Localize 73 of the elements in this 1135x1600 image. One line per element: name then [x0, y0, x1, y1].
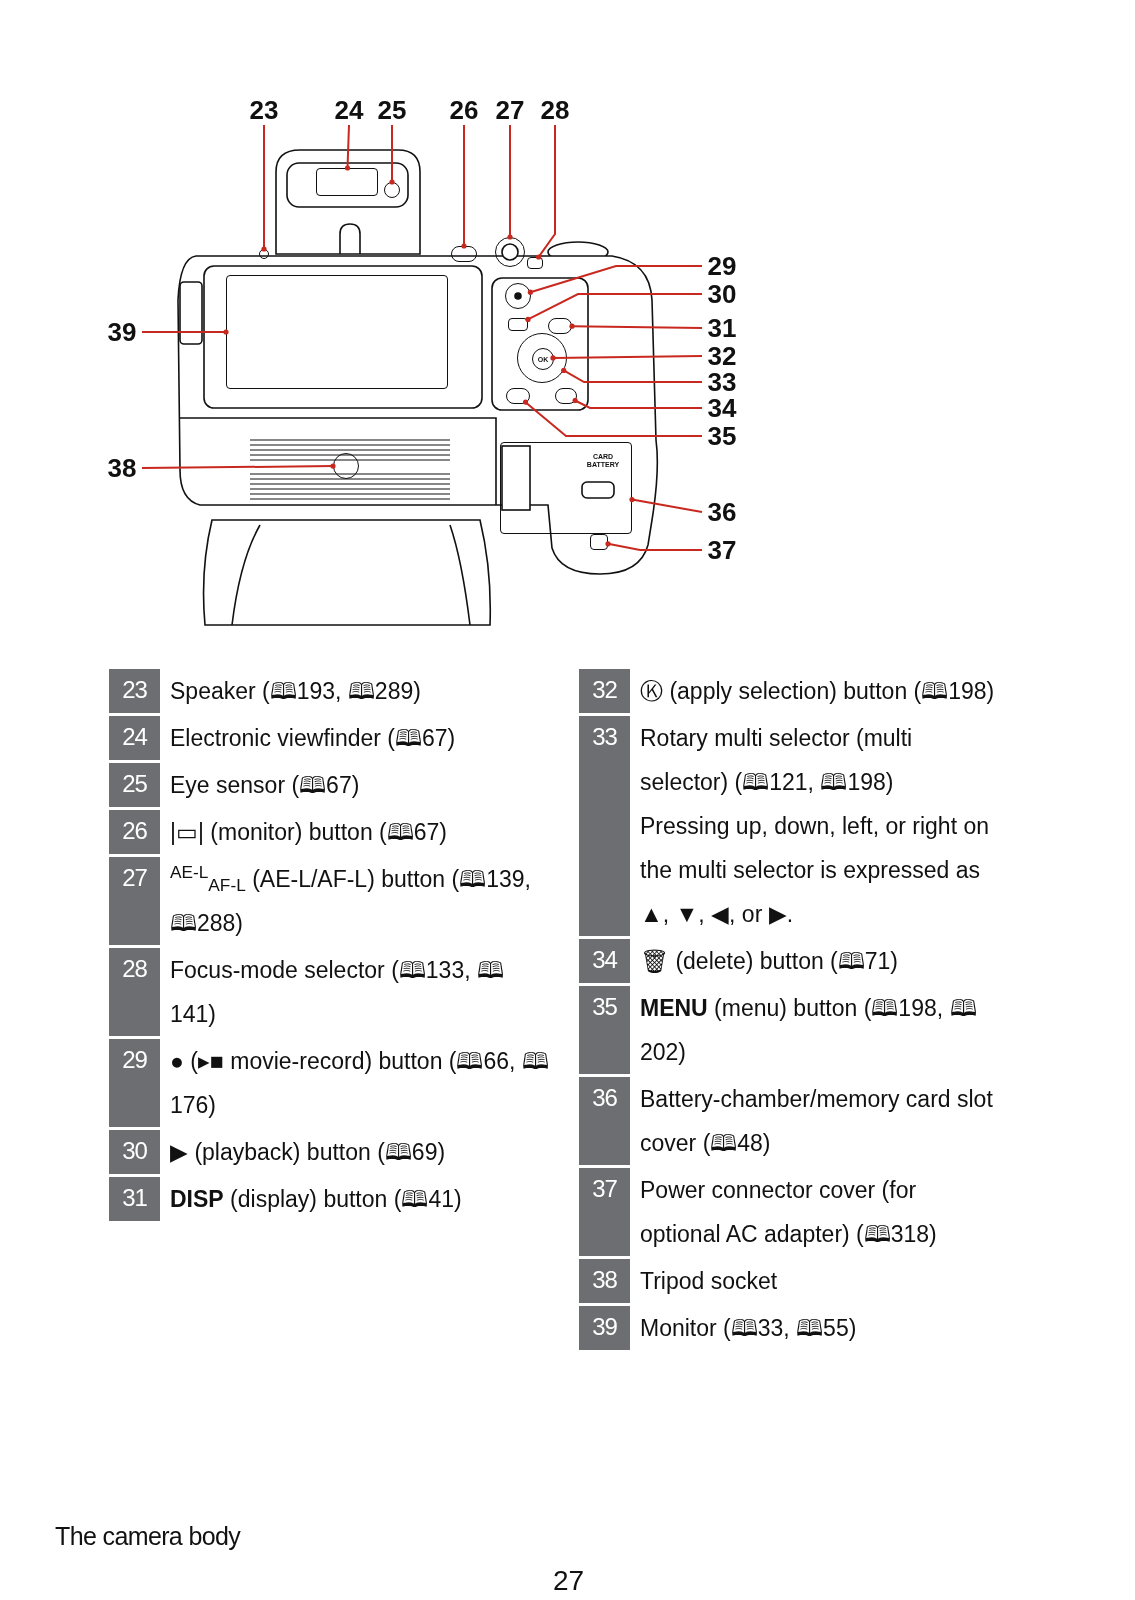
callout-number: 25: [372, 95, 412, 125]
camera-button: [508, 318, 528, 331]
number-tab: 31: [109, 1177, 160, 1221]
leader-line: [141, 329, 229, 335]
part-description: Ⓚ (apply selection) button (🕮198): [640, 677, 995, 706]
leader-line: [522, 399, 703, 437]
number-tab: 34: [579, 939, 630, 983]
number-tab: 35: [579, 986, 630, 1074]
callout-number: 23: [244, 95, 284, 125]
multi-selector-dial: [517, 333, 567, 383]
number-tab: 36: [579, 1077, 630, 1165]
leader-line: [561, 367, 703, 383]
leader-line: [527, 265, 703, 295]
leader-line: [389, 124, 395, 185]
callout-number: 26: [444, 95, 484, 125]
part-description: MENU (menu) button (🕮198, 🕮202): [640, 994, 978, 1067]
part-description: |▭| (monitor) button (🕮67): [170, 818, 447, 847]
number-tab: 33: [579, 716, 630, 936]
number-tab: 37: [579, 1168, 630, 1256]
leader-line: [261, 124, 267, 252]
number-tab: 23: [109, 669, 160, 713]
leader-line: [461, 124, 467, 249]
callout-number: 31: [702, 313, 742, 343]
leader-line: [569, 323, 703, 329]
part-description: Tripod socket: [640, 1267, 778, 1296]
callout-number: 29: [702, 251, 742, 281]
number-tab: 24: [109, 716, 160, 760]
part-description: Speaker (🕮193, 🕮289): [170, 677, 421, 706]
leader-line: [536, 124, 556, 260]
number-tab: 30: [109, 1130, 160, 1174]
number-tab: 26: [109, 810, 160, 854]
number-tab: 27: [109, 857, 160, 945]
callout-number: 35: [702, 421, 742, 451]
part-description: Battery-chamber/memory card slot cover (🕮48): [640, 1085, 994, 1158]
leader-line: [344, 124, 351, 171]
part-description: ▶ (playback) button (🕮69): [170, 1138, 446, 1167]
callout-number: 36: [702, 497, 742, 527]
connector-cover-tab: [590, 534, 608, 550]
callout-number: 38: [102, 453, 142, 483]
callout-number: 28: [535, 95, 575, 125]
part-description: Pressing up, down, left, or right on the multi selector is expressed as ▲, ▼, ◀, or ▶.: [640, 812, 991, 929]
leader-line: [550, 355, 703, 361]
section-footer: The camera body: [55, 1518, 241, 1556]
callout-number: 24: [329, 95, 369, 125]
leader-line: [605, 541, 703, 551]
page-number: 27: [553, 1564, 585, 1598]
leader-line: [507, 124, 513, 240]
viewfinder-window: [316, 168, 378, 196]
callout-number: 27: [490, 95, 530, 125]
part-description: 🗑 (delete) button (🕮71): [640, 947, 898, 976]
callout-number: 39: [102, 317, 142, 347]
leader-line: [525, 293, 703, 322]
callout-number: 30: [702, 279, 742, 309]
part-description: Power connector cover (for optional AC adapter) (🕮318): [640, 1176, 938, 1249]
leader-line: [572, 397, 703, 409]
part-description: Monitor (🕮33, 🕮55): [640, 1314, 857, 1343]
number-tab: 39: [579, 1306, 630, 1350]
number-tab: 29: [109, 1039, 160, 1127]
leader-line: [141, 463, 336, 469]
number-tab: 38: [579, 1259, 630, 1303]
part-description: Focus-mode selector (🕮133, 🕮141): [170, 956, 505, 1029]
part-description: DISP (display) button (🕮41): [170, 1185, 462, 1214]
monitor-screen: [226, 275, 448, 389]
leader-line: [629, 497, 703, 513]
part-description: ● (▸■ movie-record) button (🕮66, 🕮176): [170, 1047, 549, 1120]
part-description: Rotary multi selector (multi selector) (🕮121, 🕮198): [640, 724, 914, 797]
number-tab: 25: [109, 763, 160, 807]
callout-number: 37: [702, 535, 742, 565]
number-tab: 32: [579, 669, 630, 713]
part-description: Electronic viewfinder (🕮67): [170, 724, 456, 753]
part-description: Eye sensor (🕮67): [170, 771, 360, 800]
selector-lever: [527, 257, 543, 269]
number-tab: 28: [109, 948, 160, 1036]
